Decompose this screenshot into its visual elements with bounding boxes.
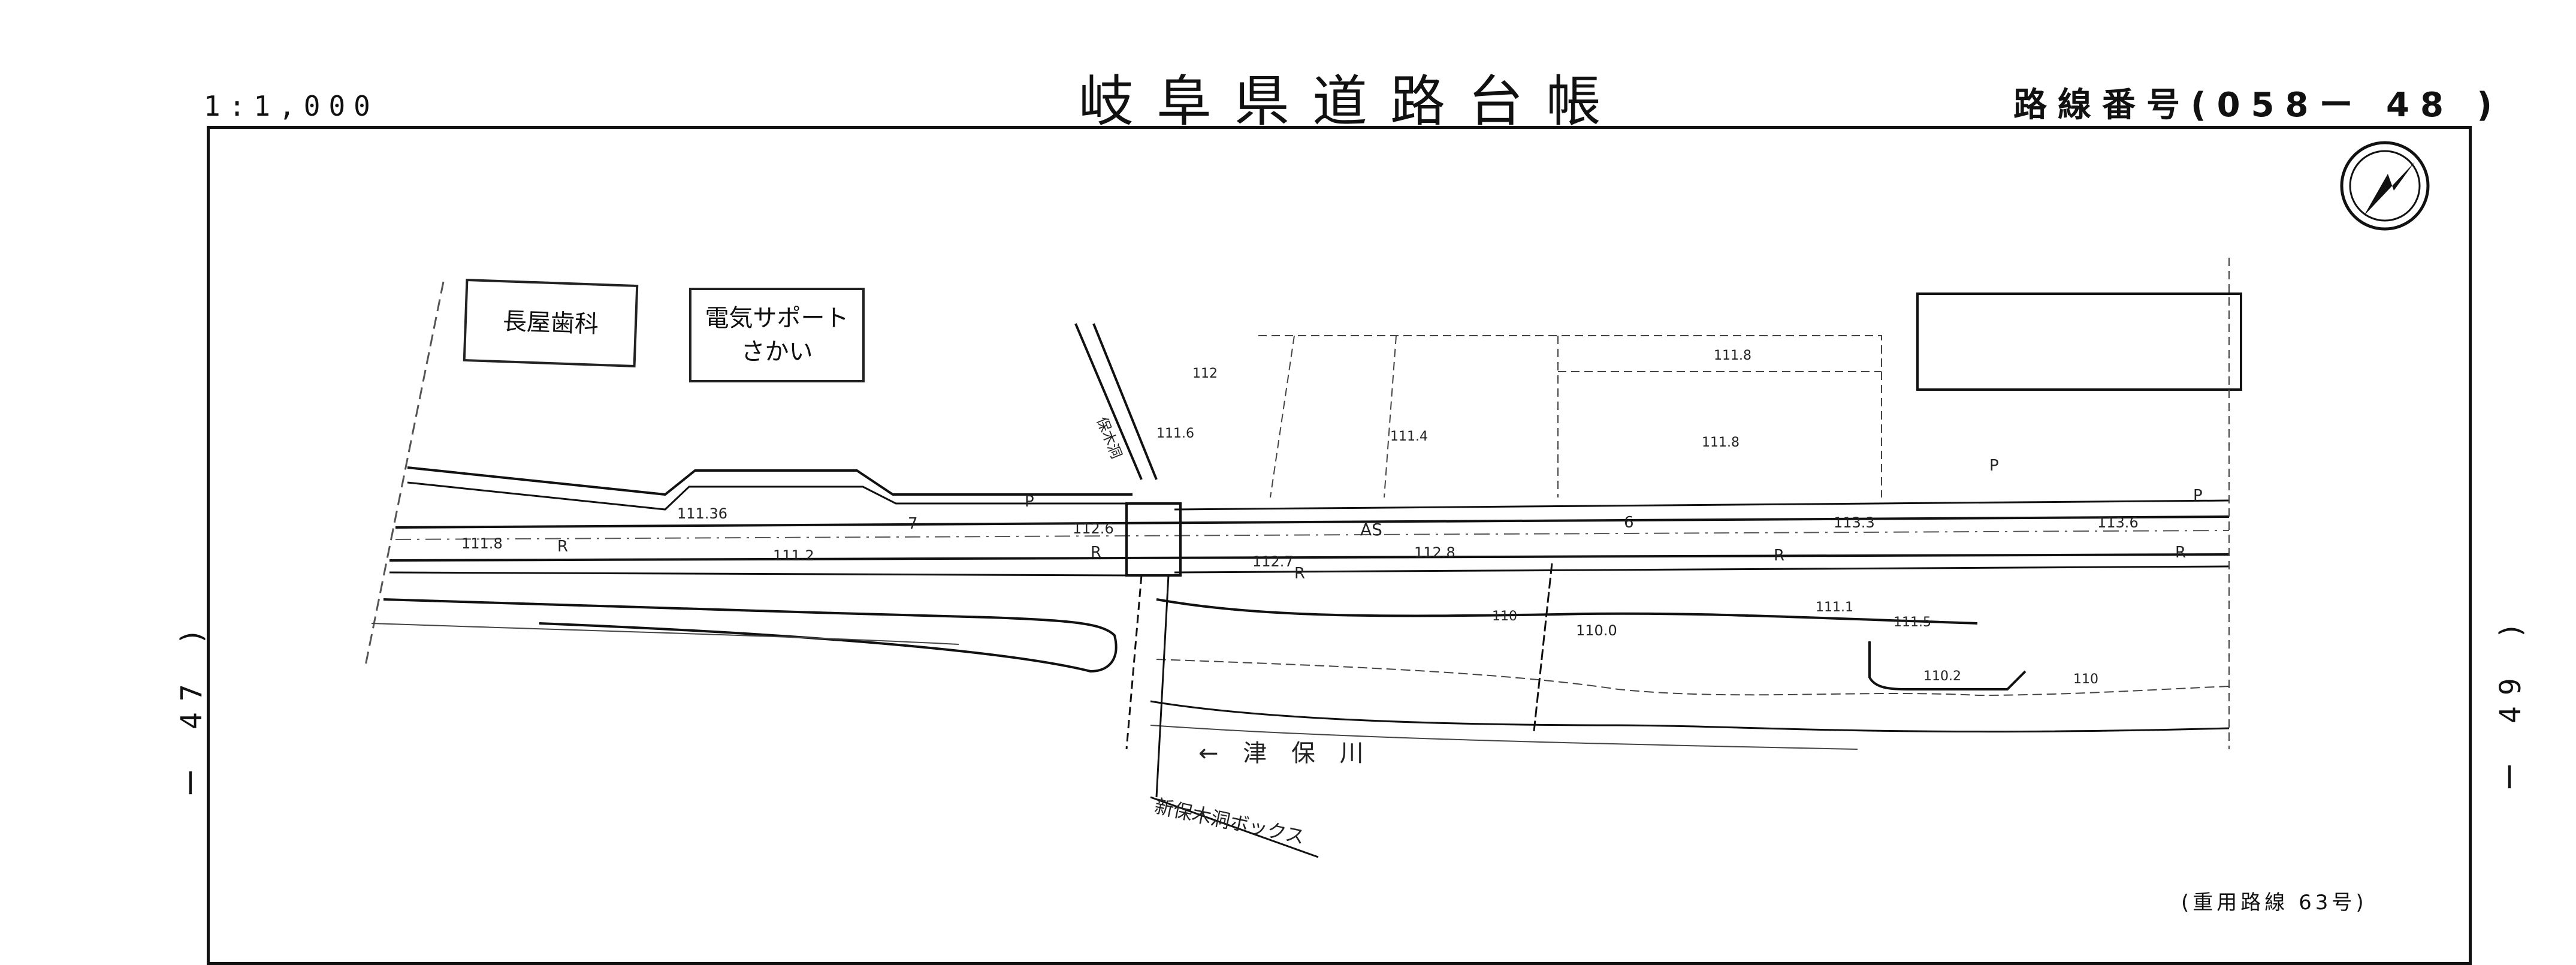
contour-label: 110: [1492, 609, 1517, 624]
contour-label: 110: [2073, 672, 2098, 687]
route-number: 路線番号(058ー 48 ): [2013, 86, 2503, 125]
parcel-divider: [1533, 563, 1553, 732]
river-bank-mid: [1156, 659, 2230, 696]
marker-label: 7: [908, 515, 918, 533]
land-plots: [1258, 258, 2230, 749]
road-symbol: R: [1774, 547, 1784, 565]
elevation-label: 112: [1192, 366, 1218, 381]
elevation-label: 110.2: [1923, 669, 1961, 684]
building-right: [1916, 292, 2242, 391]
elevation-label: 112.6: [1073, 520, 1114, 537]
elevation-label: 111.1: [1816, 600, 1853, 615]
map-scale: 1:1,000: [204, 90, 379, 122]
road-symbol: R: [1294, 565, 1305, 583]
building-electric-label: 電気サポート さかい: [705, 301, 849, 369]
box-culvert-label: 新保木洞ボックス: [1152, 795, 1306, 849]
parking-symbol: P: [2193, 487, 2203, 505]
parking-symbol: P: [1989, 457, 1999, 475]
elevation-label: 112.8: [1414, 544, 1455, 561]
culvert-box: [1125, 502, 1182, 577]
wetland-outline: [1868, 641, 2027, 690]
river-bank-south: [1150, 700, 2230, 733]
overlap-route-note: (重用路線 63号): [2181, 891, 2367, 915]
river-label: ← 津 保 川: [1198, 740, 1372, 767]
elevation-label: 111.8: [1714, 348, 1751, 363]
elevation-label: 111.8: [1702, 435, 1740, 450]
embankment-west-2: [371, 623, 959, 645]
building-electric-line2: さかい: [741, 338, 813, 366]
north-arrow-icon: [2340, 141, 2430, 231]
elevation-label: 113.6: [2097, 514, 2139, 531]
river-bank-south-2: [1150, 725, 1858, 750]
marker-label: 6: [1624, 514, 1634, 532]
elevation-label: 111.6: [1156, 426, 1194, 441]
culvert-outlet-2: [1155, 575, 1170, 798]
river-bank-north: [1156, 598, 1978, 625]
elevation-label: 111.5: [1894, 615, 1931, 630]
left-edge-line: [364, 281, 445, 666]
embankment-west: [383, 598, 1118, 673]
elevation-label: 110.0: [1576, 622, 1617, 639]
map-text: 111.36 111.8 111.2 112.6 112.7 112.8 113…: [461, 348, 2203, 849]
elevation-label: 113.3: [1834, 514, 1875, 531]
building-electric: 電気サポート さかい: [689, 288, 865, 382]
upper-curb: [407, 466, 1133, 496]
upper-curb-inner: [407, 481, 1133, 511]
elevation-label: 112.7: [1252, 553, 1294, 570]
culvert-outlet: [1125, 575, 1143, 750]
road-edge-north: [395, 515, 2230, 529]
road-centerline: [395, 530, 2230, 540]
culvert-name-label: 保木洞: [1093, 415, 1125, 461]
culvert-diagonal-b: [1092, 323, 1158, 480]
road-symbol: R: [2175, 544, 2186, 562]
elevation-label: 111.36: [677, 505, 727, 522]
guardrail-south: [389, 565, 2230, 577]
road-symbol: R: [1091, 544, 1101, 562]
pavement-label: AS: [1360, 520, 1382, 539]
road-ledger-map: 111.36 111.8 111.2 112.6 112.7 112.8 113…: [364, 141, 2430, 858]
road-edge-south: [389, 553, 2230, 562]
culvert-diagonal-a: [1074, 323, 1143, 480]
road-symbol: R: [557, 538, 568, 556]
road-edge-east-north: [1174, 499, 2230, 511]
leader-line-box: [1150, 796, 1319, 858]
elevation-label: 111.2: [773, 547, 814, 564]
elevation-label: 111.8: [461, 535, 503, 552]
building-electric-line1: 電気サポート: [705, 304, 849, 332]
elevation-label: 111.4: [1390, 429, 1428, 444]
parking-symbol: P: [1025, 493, 1034, 511]
map-title: 岐阜県道路台帳: [1079, 70, 1624, 134]
